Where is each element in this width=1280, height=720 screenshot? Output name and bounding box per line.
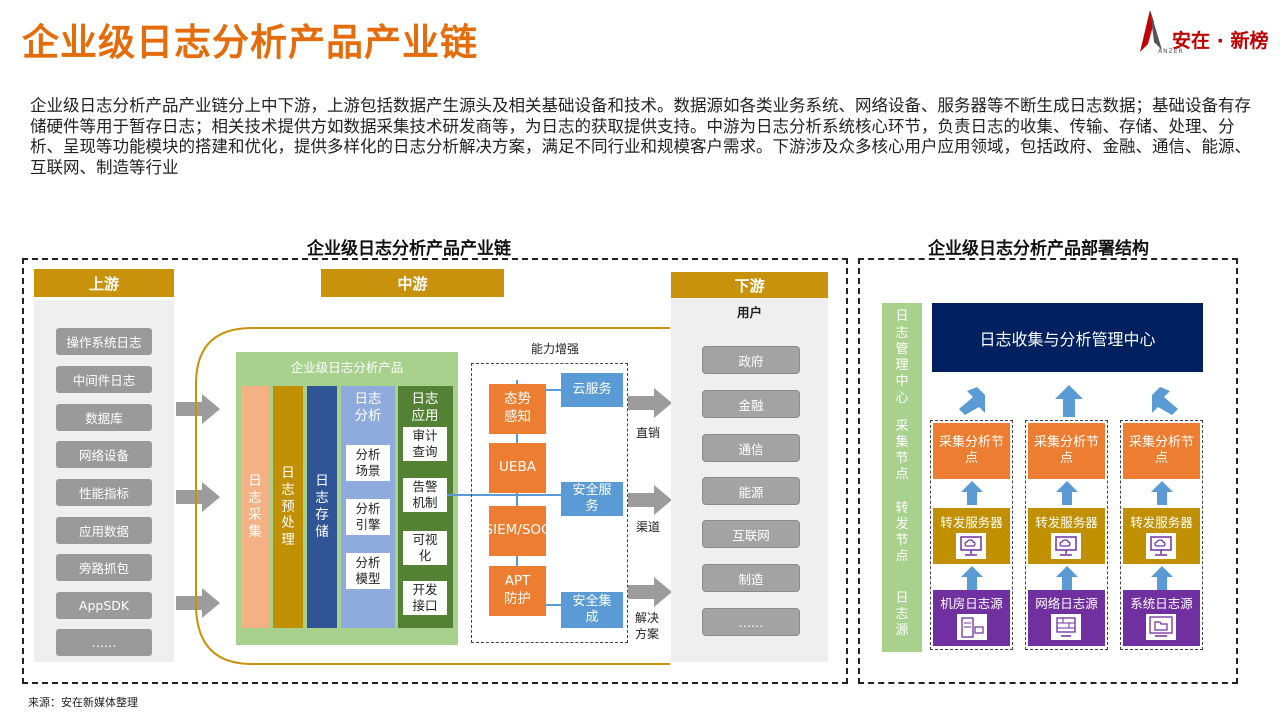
firewall-icon <box>1051 614 1081 640</box>
downstream-item: 互联网 <box>702 520 800 548</box>
collect-node: 采集分析节点 <box>1123 423 1200 479</box>
ability-title: 能力增强 <box>530 342 579 356</box>
deploy-side-label: 转发节点 <box>895 500 909 565</box>
analysis-item: 分析引擎 <box>346 499 390 535</box>
analysis-item: 分析场景 <box>346 445 390 481</box>
col-log-storage: 日志存储 <box>307 386 337 628</box>
system-folder-icon <box>1146 614 1176 640</box>
upstream-item: 应用数据 <box>56 517 152 544</box>
node-column <box>1120 420 1203 650</box>
ability-item: 态势感知 <box>489 384 546 434</box>
midstream-outline <box>195 327 670 665</box>
downstream-subheader: 用户 <box>736 304 762 320</box>
management-center: 日志收集与分析管理中心 <box>932 303 1203 372</box>
application-item: 审计查询 <box>403 427 447 461</box>
flow-arrow-icon <box>176 394 220 424</box>
node-column <box>1025 420 1108 650</box>
col-log-collect: 日志采集 <box>241 386 269 628</box>
server-cloud-icon <box>1051 533 1081 559</box>
flow-arrow-icon <box>176 588 220 618</box>
logo-subtext: ANZER <box>1158 48 1184 55</box>
channel-label: 解决方案 <box>634 611 659 641</box>
upstream-item: 中间件日志 <box>56 366 152 393</box>
flow-arrow-icon <box>628 388 672 418</box>
arrow-up-icon <box>961 481 983 505</box>
col-log-preprocess: 日志预处理 <box>273 386 303 628</box>
deploy-side-label: 日志管理中心 <box>895 309 909 406</box>
flow-arrow-icon <box>628 485 672 515</box>
arrow-up-right-icon <box>959 387 985 415</box>
arrow-up-icon <box>1056 481 1078 505</box>
arrow-up-icon <box>1151 566 1173 590</box>
arrow-up-left-icon <box>1152 387 1178 415</box>
channel-label: 渠道 <box>635 520 660 534</box>
deploy-title: 企业级日志分析产品部署结构 <box>928 239 1149 259</box>
upstream-item: 性能指标 <box>56 479 152 506</box>
server-room-icon <box>957 614 987 640</box>
anzer-logo-icon <box>1140 10 1162 52</box>
logo-text: 安在 · 新榜 <box>1172 30 1269 52</box>
deploy-side-strip <box>882 303 922 652</box>
ability-item: SIEM/SOC <box>485 506 550 556</box>
deploy-side-label: 日志源 <box>895 590 909 639</box>
application-item: 可视化 <box>403 531 447 565</box>
intro-paragraph: 企业级日志分析产品产业链分上中下游，上游包括数据产生源头及相关基础设备和技术。数… <box>30 96 1251 177</box>
collect-node: 采集分析节点 <box>1028 423 1105 479</box>
flow-arrow-icon <box>176 482 220 512</box>
arrow-up-icon <box>1056 566 1078 590</box>
collect-node: 采集分析节点 <box>933 423 1010 479</box>
deploy-side-label: 采集节点 <box>895 418 909 483</box>
page-title: 企业级日志分析产品产业链 <box>22 21 478 64</box>
ability-frame <box>471 363 628 643</box>
product-title: 企业级日志分析产品 <box>290 359 404 375</box>
downstream-item: 制造 <box>702 564 800 592</box>
deploy-frame <box>858 258 1238 684</box>
service-item: 安全服务 <box>561 482 623 516</box>
downstream-item: 政府 <box>702 346 800 374</box>
forward-node-label: 转发服务器 <box>940 514 1003 530</box>
log-source-label: 网络日志源 <box>1035 595 1098 611</box>
application-item: 开发接口 <box>403 581 447 615</box>
downstream-header: 下游 <box>671 272 828 298</box>
downstream-item: 通信 <box>702 434 800 462</box>
node-column <box>930 420 1013 650</box>
upstream-item: …… <box>56 629 152 656</box>
source-note: 来源：安在新媒体整理 <box>28 696 138 709</box>
service-item: 云服务 <box>561 373 623 407</box>
chain-frame <box>22 258 848 684</box>
chain-title: 企业级日志分析产品产业链 <box>307 239 511 259</box>
server-cloud-icon <box>956 533 986 559</box>
log-source-label: 机房日志源 <box>940 595 1003 611</box>
application-item: 告警机制 <box>403 478 447 512</box>
upstream-item: 旁路抓包 <box>56 554 152 581</box>
midstream-header: 中游 <box>321 269 504 297</box>
channel-label: 直销 <box>635 426 660 440</box>
analysis-item: 分析模型 <box>346 553 390 589</box>
arrow-up-icon <box>961 566 983 590</box>
downstream-item: …… <box>702 608 800 636</box>
service-item: 安全集成 <box>561 592 623 628</box>
forward-node-label: 转发服务器 <box>1035 514 1098 530</box>
log-source-label: 系统日志源 <box>1130 595 1193 611</box>
downstream-item: 能源 <box>702 477 800 505</box>
application-title: 日志应用 <box>411 391 439 424</box>
upstream-header: 上游 <box>34 269 174 297</box>
arrow-up-icon <box>1151 481 1173 505</box>
ability-item: APT防护 <box>489 566 546 616</box>
forward-node-label: 转发服务器 <box>1130 514 1193 530</box>
upstream-item: 网络设备 <box>56 441 152 468</box>
upstream-item: 操作系统日志 <box>56 328 152 355</box>
arrow-up-icon <box>1055 385 1083 417</box>
ability-item: UEBA <box>489 443 546 493</box>
downstream-item: 金融 <box>702 390 800 418</box>
upstream-item: 数据库 <box>56 404 152 431</box>
flow-arrow-icon <box>628 577 672 607</box>
upstream-item: AppSDK <box>56 592 152 619</box>
server-cloud-icon <box>1146 533 1176 559</box>
analysis-title: 日志分析 <box>354 391 382 424</box>
